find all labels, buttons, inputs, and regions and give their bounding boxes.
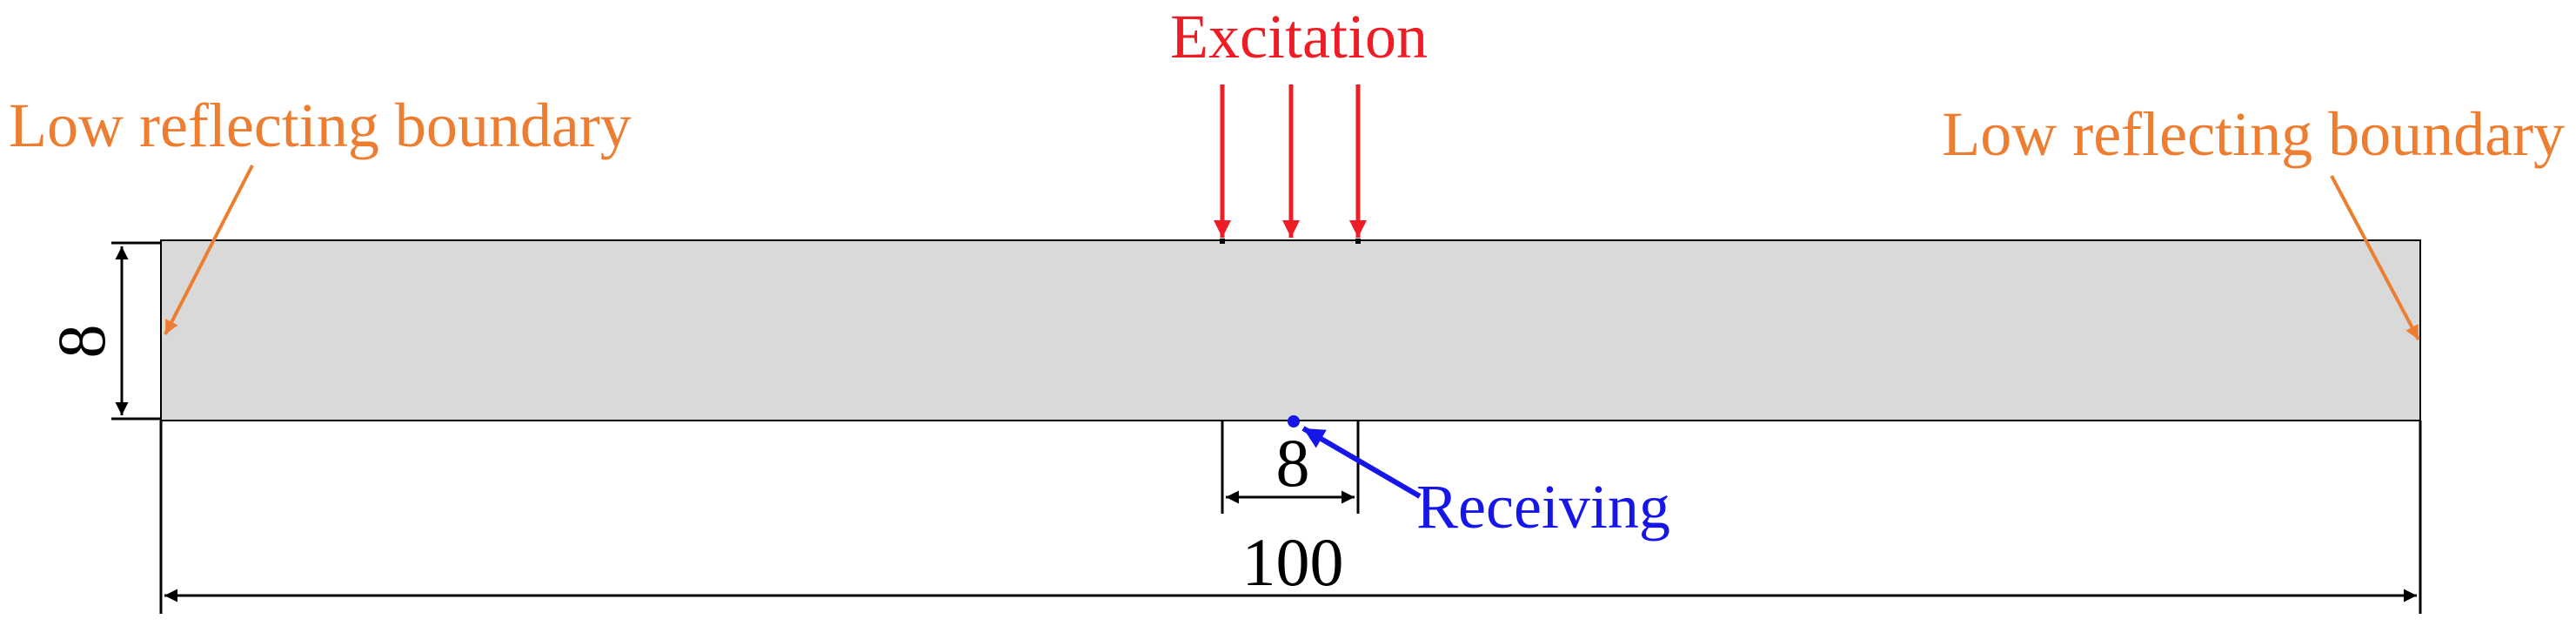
plate: [160, 239, 2421, 421]
boundary-arrow-right: [2330, 175, 2420, 340]
boundary-arrow-left: [164, 165, 254, 335]
boundary-label-right: Low reflecting boundary: [1942, 99, 2565, 169]
height-dimension-label: 8: [43, 325, 119, 359]
excitation-width-dimension: [1221, 421, 1360, 514]
boundary-label-left: Low reflecting boundary: [9, 91, 632, 160]
excitation-label: Excitation: [1170, 2, 1428, 71]
length-dimension-label: 100: [1242, 524, 1344, 600]
excitation-mark-left: [1220, 239, 1225, 244]
receiving-label: Receiving: [1416, 472, 1670, 542]
receiving-point: [1288, 415, 1300, 427]
length-dimension: [159, 421, 2422, 614]
receiving-arrow: [1301, 426, 1422, 499]
excitation-mark-right: [1355, 239, 1361, 244]
excitation-arrows: [1214, 84, 1367, 238]
height-dimension: [111, 241, 161, 421]
excitation-width-label: 8: [1276, 425, 1310, 501]
